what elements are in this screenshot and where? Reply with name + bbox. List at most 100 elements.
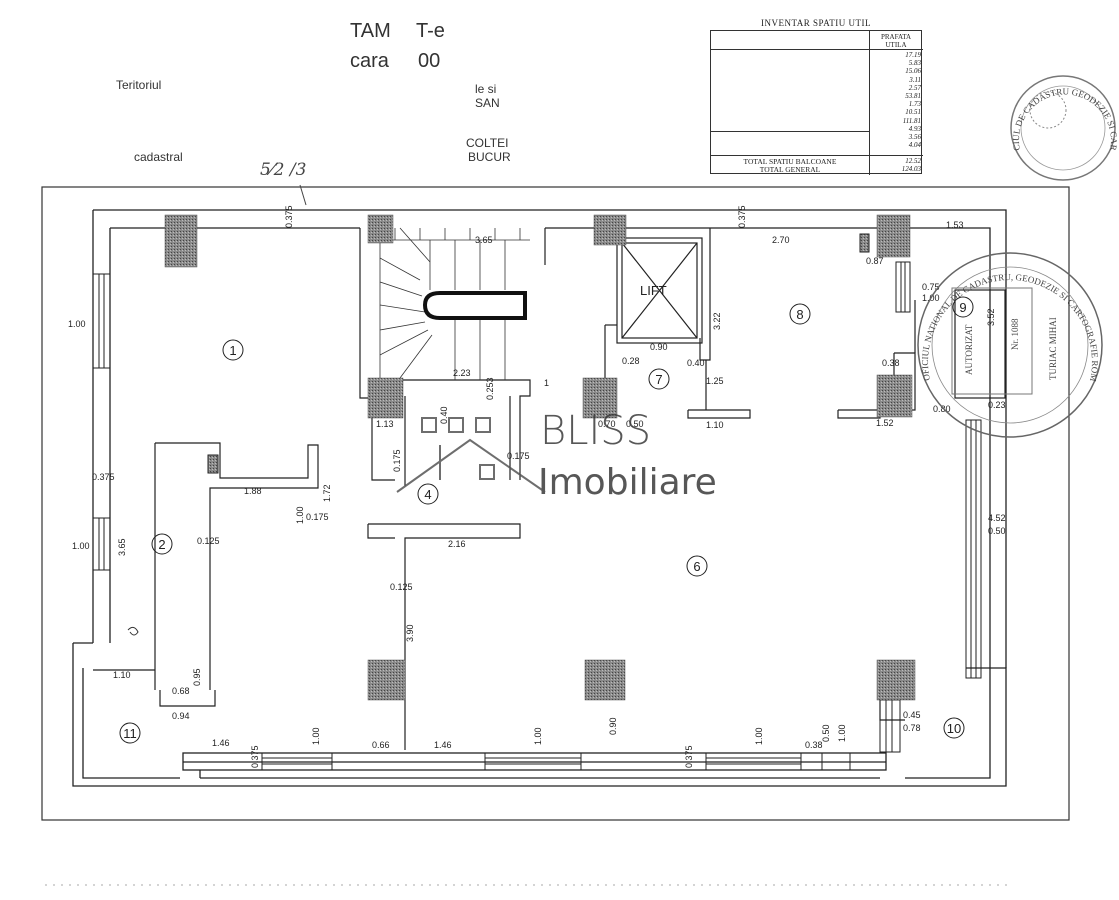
inventory-col-header-2: UTILA <box>885 41 907 49</box>
drawing-frame <box>41 186 1070 821</box>
header-nr-cadastral: 5⁄2 /3 <box>260 160 307 180</box>
dim-label: 2.70 <box>772 235 790 245</box>
inventory-total-general-value: 124.03 <box>901 165 921 173</box>
dim-label: 3.90 <box>405 624 415 642</box>
room-11-label: 11 <box>123 726 137 741</box>
dim-label: 0.40 <box>439 406 449 424</box>
dim-label: 3.65 <box>117 538 127 556</box>
stair-landing-label: 1 <box>544 378 549 388</box>
header-bucur: BUCUR <box>468 150 511 164</box>
inventory-mid-line <box>711 131 869 132</box>
inventory-title: INVENTAR SPATIU UTIL <box>761 18 871 28</box>
windows-right <box>879 261 982 753</box>
dim-label: 0.375 <box>250 745 260 768</box>
dim-label: 0.175 <box>306 512 329 522</box>
dim-label: 1.00 <box>68 319 86 329</box>
inventory-header-line <box>711 49 923 50</box>
dim-label: 1.46 <box>212 738 230 748</box>
watermark-imobiliare: Imobiliare <box>538 462 717 503</box>
inventory-value: 53.81 <box>905 92 921 101</box>
inventory-value: 3.56 <box>908 133 921 142</box>
stair-handrail <box>422 291 527 320</box>
inventory-value: 15.06 <box>905 67 921 76</box>
inventory-value: 17.19 <box>905 51 921 59</box>
room-8-label: 8 <box>796 307 803 322</box>
inventory-value: 1.73 <box>908 100 921 109</box>
room-2-label: 2 <box>158 537 165 552</box>
dim-label: 0.95 <box>192 668 202 686</box>
dim-label: 1.52 <box>876 418 894 428</box>
dim-label: 1.00 <box>295 506 305 524</box>
dim-label: 0.125 <box>197 536 220 546</box>
dim-label: 0.78 <box>903 723 921 733</box>
dim-label: 0.23 <box>988 400 1006 410</box>
dim-label: 3.65 <box>475 235 493 245</box>
inventory-value: 111.81 <box>902 116 921 125</box>
dim-label: 1.10 <box>113 670 131 680</box>
dim-label: 0.175 <box>507 451 530 461</box>
dim-label: 4.52 <box>988 513 1006 523</box>
dim-label: 0.375 <box>284 205 294 228</box>
dim-label: 1.00 <box>72 541 90 551</box>
inventory-col-header-1: PRAFATA <box>880 33 912 41</box>
pen-tick <box>299 184 307 206</box>
dim-label: 0.253 <box>485 377 495 400</box>
header-zero: 00 <box>418 50 441 72</box>
dim-label: 1.00 <box>837 724 847 742</box>
inventory-box: PRAFATA UTILA 17.19 5.83 15.06 3.11 2.57… <box>710 30 923 175</box>
dim-label: 1.46 <box>434 740 452 750</box>
dim-label: 3.52 <box>986 308 996 326</box>
inventory-value: 2.57 <box>908 83 921 92</box>
inventory-total-general-label: TOTAL GENERAL <box>759 165 821 174</box>
dim-label: 0.40 <box>687 358 705 368</box>
header-san: SAN <box>475 96 500 110</box>
stamp-nr: Nr. 1088 <box>1010 318 1020 350</box>
dim-label: 0.94 <box>172 711 190 721</box>
dim-label: 1.88 <box>244 486 262 496</box>
duct-room2 <box>207 454 219 474</box>
lift-label: LIFT <box>640 283 667 298</box>
header-te: T-e <box>416 20 445 42</box>
dim-label: 0.80 <box>933 404 951 414</box>
pillars <box>164 214 916 701</box>
dim-label: 0.75 <box>922 282 940 292</box>
dim-label: 3.22 <box>712 312 722 330</box>
stamp-top-ring-text: CIUL DE CADASTRU GEODEZIE SI CARTOGRAFIE <box>0 0 1119 151</box>
watermark-logo: BLISS Imobiliare <box>396 408 717 503</box>
dim-label: 2.23 <box>453 368 471 378</box>
inventory-value: 5.83 <box>908 59 921 68</box>
dim-label: 0.50 <box>821 724 831 742</box>
dim-label: 1.13 <box>376 419 394 429</box>
room-6-label: 6 <box>693 559 700 574</box>
dim-label: 1.25 <box>706 376 724 386</box>
dim-label: 0.175 <box>392 449 402 472</box>
room-circles <box>119 296 974 744</box>
inventory-value: 4.93 <box>908 124 921 133</box>
windows-bottom <box>261 752 851 771</box>
dim-label: 0.375 <box>92 472 115 482</box>
dim-label: 0.38 <box>805 740 823 750</box>
stamp-top: CIUL DE CADASTRU GEODEZIE SI CARTOGRAFIE <box>0 0 1119 181</box>
dim-label: 2.16 <box>448 539 466 549</box>
windows-left <box>92 273 111 571</box>
inventory-total-balcon-label: TOTAL SPATIU BALCOANE <box>743 157 837 166</box>
dim-label: 1.00 <box>754 727 764 745</box>
dim-label: 0.50 <box>626 419 644 429</box>
pen-mark <box>127 626 139 636</box>
inventory-value: 10.51 <box>905 108 921 117</box>
dim-label: 0.38 <box>882 358 900 368</box>
stamp-name: TURIAC MIHAI <box>1048 317 1058 380</box>
dim-label: 0.66 <box>372 740 390 750</box>
header-le-si: le si <box>475 82 497 96</box>
logo-house-icon <box>396 417 546 493</box>
stamp-autorizat: AUTORIZAT <box>964 324 974 375</box>
dim-label: 0.90 <box>650 342 668 352</box>
dim-label: 0.68 <box>172 686 190 696</box>
dim-label: 1.10 <box>706 420 724 430</box>
dimension-labels: 0.375 0.375 3.65 2.70 1.53 0.87 0.75 1.0… <box>68 205 1006 768</box>
inventory-table: INVENTAR SPATIU UTIL PRAFATA UTILA 17.19… <box>710 18 923 175</box>
header-cara: cara <box>350 50 389 72</box>
dim-label: 1.00 <box>311 727 321 745</box>
